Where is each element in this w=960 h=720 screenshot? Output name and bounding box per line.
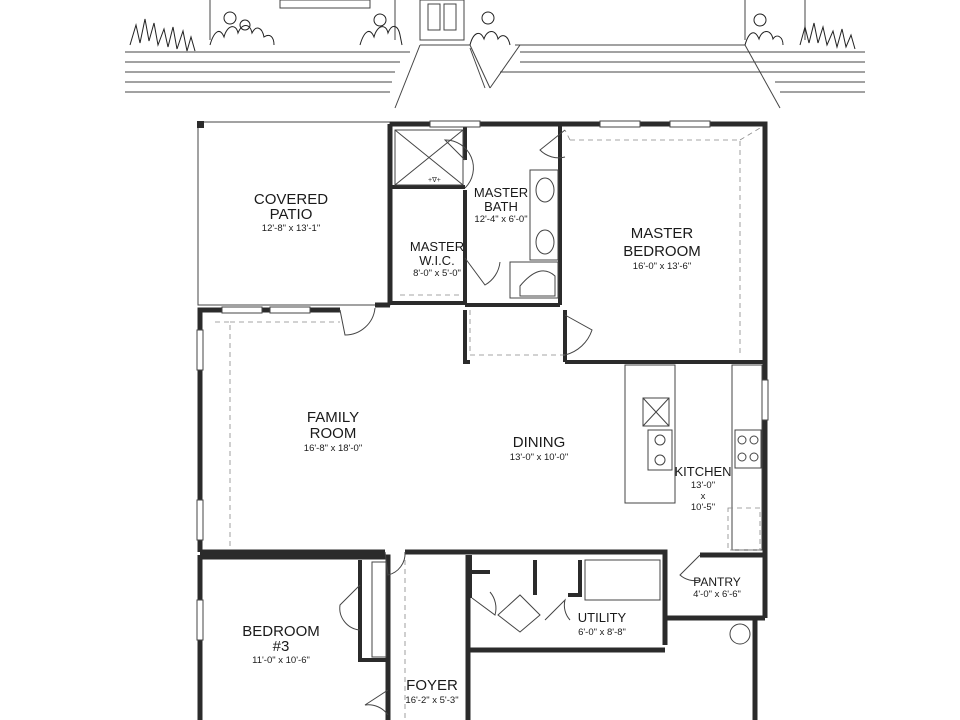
- kitchen-sink: [647, 429, 673, 471]
- doors: [339, 129, 701, 716]
- kitchen-label: KITCHEN 13'-0" x 10'-5": [674, 464, 731, 513]
- range: [734, 429, 762, 469]
- master-bath-name-2: BATH: [484, 199, 518, 214]
- master-wic-dims: 8'-0" x 5'-0": [413, 268, 461, 279]
- foyer-dims: 16'-2" x 5'-3": [405, 695, 458, 706]
- walls: [197, 121, 768, 720]
- covered-patio-name-2: PATIO: [270, 206, 313, 223]
- vanity: [529, 169, 559, 261]
- pantry-label: PANTRY 4'-0" x 6'-6": [693, 575, 741, 600]
- master-bath-dims: 12'-4" x 6'-0": [474, 214, 527, 225]
- kitchen-counter: [731, 364, 763, 551]
- master-wic-label: MASTER W.I.C. 8'-0" x 5'-0": [410, 239, 464, 279]
- covered-patio-label: COVERED PATIO 12'-8" x 13'-1": [254, 191, 328, 234]
- ground-lines: [125, 51, 865, 93]
- bedroom-3-name: BEDROOM: [242, 623, 320, 640]
- front-elevation: [125, 0, 865, 109]
- covered-patio-name: COVERED: [254, 191, 328, 208]
- master-bedroom-name-2: BEDROOM: [623, 243, 701, 260]
- toilet-area: [509, 261, 559, 299]
- bedroom-3-dims: 11'-0" x 10'-6": [252, 655, 310, 666]
- covered-patio-dims: 12'-8" x 13'-1": [262, 223, 320, 234]
- room-labels: COVERED PATIO 12'-8" x 13'-1" MASTER BAT…: [242, 185, 741, 706]
- bedroom-3-name-2: #3: [273, 638, 290, 655]
- master-bedroom-dims: 16'-0" x 13'-6": [633, 261, 691, 272]
- master-wic-name: MASTER: [410, 239, 464, 254]
- pantry-name: PANTRY: [693, 575, 741, 589]
- master-bath-label: MASTER BATH 12'-4" x 6'-0": [474, 185, 528, 225]
- master-bedroom-name: MASTER: [631, 225, 694, 242]
- sink-1: [535, 177, 555, 203]
- dining-dims: 13'-0" x 10'-0": [510, 452, 568, 463]
- shower: [394, 129, 464, 186]
- washer-dryer: [584, 559, 661, 601]
- patio-post: [197, 121, 204, 128]
- foyer-name: FOYER: [406, 677, 458, 694]
- utility-dims: 6'-0" x 8'-8": [578, 627, 626, 638]
- shrubs: [129, 11, 856, 52]
- svg-text:+∇+: +∇+: [428, 176, 441, 184]
- kitchen-dim-x: x: [701, 491, 706, 502]
- bedroom-3-label: BEDROOM #3 11'-0" x 10'-6": [242, 623, 320, 666]
- master-bedroom-label: MASTER BEDROOM 16'-0" x 13'-6": [623, 225, 701, 272]
- windows: [196, 120, 769, 641]
- family-room-name-2: ROOM: [310, 425, 357, 442]
- fridge: [727, 507, 761, 551]
- closet-shelf: [371, 561, 387, 658]
- sink-2: [535, 229, 555, 255]
- house-facade: [209, 0, 806, 41]
- dining-label: DINING 13'-0" x 10'-0": [510, 434, 568, 463]
- water-heater: [729, 623, 751, 645]
- family-room-dims: 16'-8" x 18'-0": [304, 443, 362, 454]
- master-bath-name: MASTER: [474, 185, 528, 200]
- foyer-label: FOYER 16'-2" x 5'-3": [405, 677, 458, 706]
- walkway: [394, 44, 781, 109]
- utility-label: UTILITY 6'-0" x 8'-8": [578, 610, 627, 638]
- kitchen-dim-1: 13'-0": [691, 480, 715, 491]
- kitchen-island: [624, 364, 676, 504]
- family-room-label: FAMILY ROOM 16'-8" x 18'-0": [304, 409, 362, 454]
- kitchen-name: KITCHEN: [674, 464, 731, 479]
- ceiling-lines: [215, 127, 761, 720]
- dining-name: DINING: [513, 434, 566, 451]
- kitchen-dim-2: 10'-5": [691, 502, 715, 513]
- pantry-dims: 4'-0" x 6'-6": [693, 589, 741, 600]
- fixtures: +∇+: [371, 129, 763, 658]
- utility-name: UTILITY: [578, 610, 627, 625]
- family-room-name: FAMILY: [307, 409, 359, 426]
- master-wic-name-2: W.I.C.: [419, 253, 454, 268]
